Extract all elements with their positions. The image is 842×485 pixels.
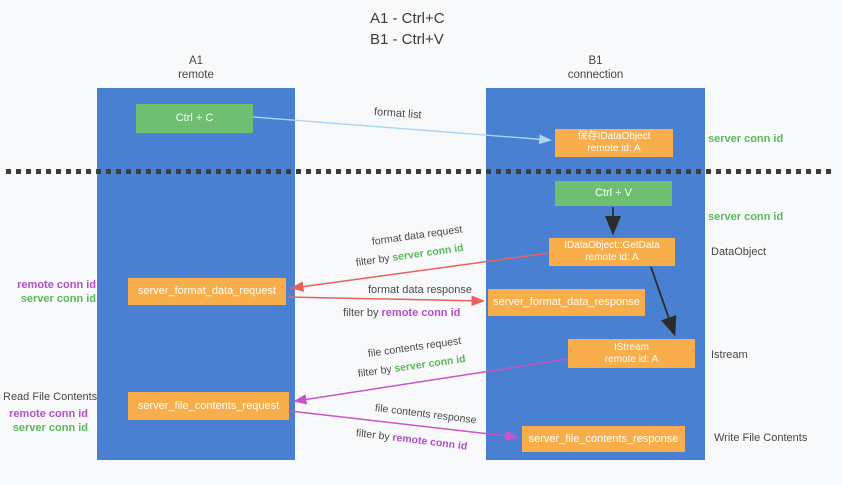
node-istream-line1: IStream [613,341,649,353]
label-format-list: format list [373,106,422,122]
filter-by-text-4: filter by [355,427,394,444]
label-file-contents-response: file contents response [374,402,478,427]
node-idataobject-getdata: IDataObject::GetData remote id: A [549,238,675,266]
remote-conn-id-text-2: remote conn id [391,431,468,453]
node-ctrl-v: Ctrl + V [555,181,672,206]
annotation-conn-ids-file: remote conn id server conn id [8,408,88,435]
annotation-server-conn-id-1: server conn id [20,292,96,305]
node-server-file-contents-request: server_file_contents_request [128,392,289,420]
node-server-format-data-response: server_format_data_response [488,289,645,316]
annotation-server-conn-id-mid: server conn id [708,211,784,223]
lane-a1-role: remote [178,68,214,81]
filter-by-text-1: filter by [355,251,394,269]
label-filter-by-server-conn-id-1: filter by server conn id [355,242,464,269]
annotation-remote-conn-id-1: remote conn id [17,279,96,291]
node-save-idataobject: 保存IDataObject remote id: A [555,129,673,157]
label-filter-by-remote-conn-id-1: filter by remote conn id [343,307,460,319]
node-getdata-line1: IDataObject::GetData [564,240,660,251]
node-save-idataobject-line1: 保存IDataObject [577,131,651,142]
node-server-file-contents-response: server_file_contents_response [522,426,685,452]
node-server-format-data-request-label: server_format_data_request [137,285,277,298]
node-server-file-contents-request-label: server_file_contents_request [137,399,280,412]
title-line-a1: A1 - Ctrl+C [370,10,445,27]
remote-conn-id-text-1: remote conn id [381,307,461,319]
lane-b1-role: connection [567,68,624,81]
node-ctrl-c: Ctrl + C [136,104,253,133]
node-istream: IStream remote id: A [568,339,695,368]
server-conn-id-text-2: server conn id [393,352,467,375]
title-line-b1: B1 - Ctrl+V [370,31,444,48]
node-ctrl-c-label: Ctrl + C [175,112,214,125]
annotation-server-conn-id-2: server conn id [12,421,88,434]
label-format-data-response: format data response [368,284,472,296]
node-server-file-contents-response-label: server_file_contents_response [528,432,679,445]
lane-header-b1: B1 connection [486,55,705,82]
session-divider-dotted-line [6,169,836,174]
server-conn-id-text-1: server conn id [391,241,465,264]
annotation-write-file-contents: Write File Contents [714,432,808,444]
annotation-remote-conn-id-2: remote conn id [9,408,88,420]
annotation-server-conn-id-top: server conn id [708,133,784,145]
node-server-format-data-request: server_format_data_request [128,278,286,305]
label-filter-by-remote-conn-id-2: filter by remote conn id [355,427,468,453]
annotation-read-file-contents: Read File Contents [3,391,98,403]
node-getdata-line2: remote id: A [585,252,639,263]
lane-a1-name: A1 [188,55,204,67]
node-ctrl-v-label: Ctrl + V [595,187,632,200]
filter-by-text-2: filter by [343,307,382,319]
node-save-idataobject-line2: remote id: A [587,143,641,154]
annotation-conn-ids-format: remote conn id server conn id [14,279,96,306]
lane-b1-name: B1 [588,55,603,67]
node-server-format-data-response-label: server_format_data_response [493,296,640,309]
arrow-format-data-response [286,295,485,307]
lane-header-a1: A1 remote [97,55,295,82]
annotation-istream: Istream [711,349,748,361]
filter-by-text-3: filter by [357,362,396,380]
node-istream-line2: remote id: A [604,353,659,365]
annotation-dataobject: DataObject [711,246,767,258]
diagram-title: A1 - Ctrl+C B1 - Ctrl+V [370,8,445,50]
